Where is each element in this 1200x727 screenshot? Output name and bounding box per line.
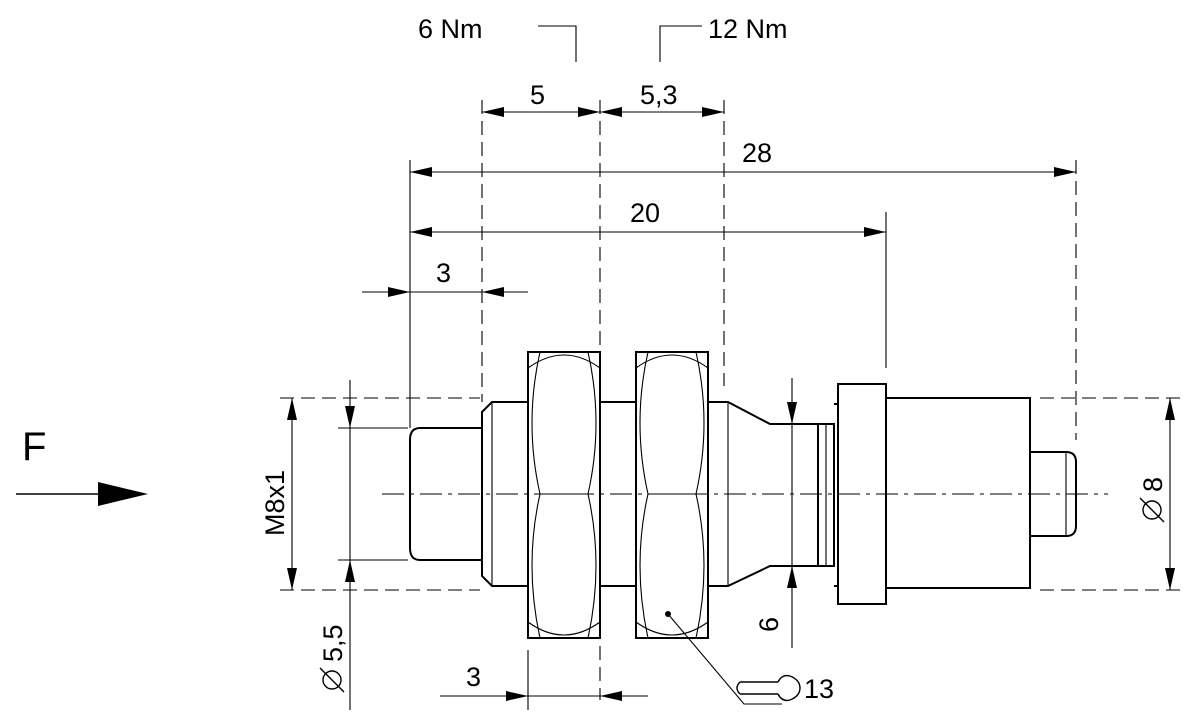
dimension-5-3: 5,3 bbox=[600, 80, 724, 117]
dia-5-5-label: 5,5 bbox=[318, 624, 348, 662]
force-arrow: F bbox=[16, 425, 148, 506]
diameter-symbol-icon bbox=[1139, 497, 1165, 523]
force-label: F bbox=[22, 425, 46, 469]
dimension-thread: M8x1 bbox=[260, 398, 297, 590]
dimension-3-top: 3 bbox=[362, 258, 528, 297]
torque-right-label: 12 Nm bbox=[708, 14, 788, 44]
dimension-5: 5 bbox=[482, 80, 600, 117]
dim-6-label: 6 bbox=[754, 617, 784, 632]
nut-right bbox=[635, 351, 709, 639]
dim-5-label: 5 bbox=[530, 80, 545, 110]
dim-20-label: 20 bbox=[630, 198, 660, 228]
dimension-28: 28 bbox=[410, 138, 1076, 177]
diameter-symbol-icon bbox=[319, 667, 345, 693]
dimension-dia-5-5: 5,5 bbox=[318, 380, 355, 710]
arrow-right-icon bbox=[98, 482, 148, 506]
dimension-dia-8: 8 bbox=[1138, 398, 1175, 590]
dimension-6: 6 bbox=[754, 378, 797, 648]
thread-label: M8x1 bbox=[260, 470, 290, 536]
dia-8-label: 8 bbox=[1138, 477, 1168, 492]
torque-left-label: 6 Nm bbox=[418, 14, 483, 44]
torque-leaders: 6 Nm 12 Nm bbox=[418, 14, 788, 62]
dim-28-label: 28 bbox=[742, 138, 772, 168]
dim-5-3-label: 5,3 bbox=[640, 80, 678, 110]
dim-3-bottom-label: 3 bbox=[466, 662, 481, 692]
wrench-leader: 13 bbox=[665, 611, 834, 705]
extension-lines bbox=[280, 100, 1180, 710]
dim-3-top-label: 3 bbox=[436, 258, 451, 288]
dimension-3-bottom: 3 bbox=[440, 662, 648, 701]
sensor-body bbox=[409, 351, 1077, 639]
wrench-icon bbox=[736, 674, 801, 702]
dimension-20: 20 bbox=[410, 198, 886, 237]
wrench-size-label: 13 bbox=[804, 674, 834, 704]
nut-left bbox=[527, 351, 601, 639]
